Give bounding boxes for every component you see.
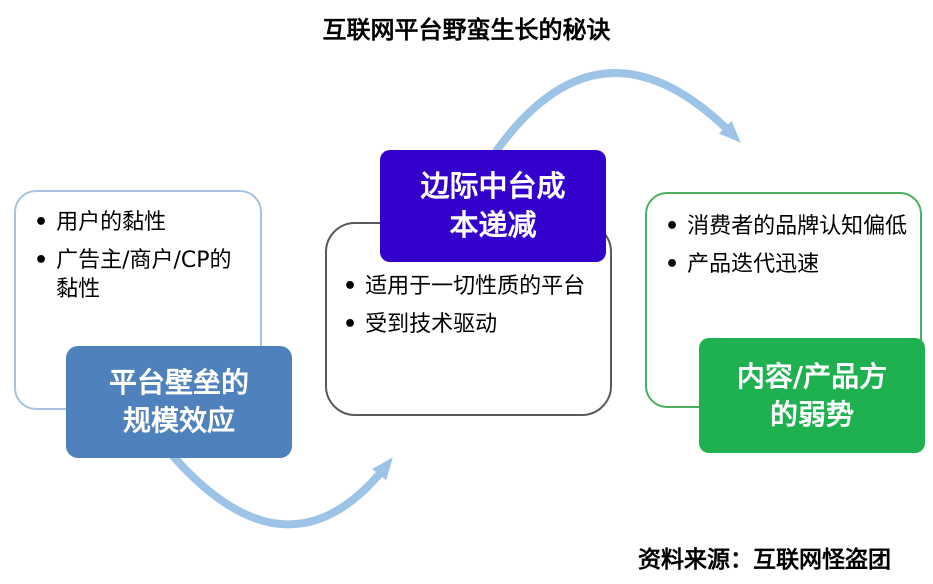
- bullet-text: 用户的黏性: [56, 210, 167, 235]
- list-item: • 受到技术驱动: [343, 310, 598, 340]
- bullet-icon: •: [34, 247, 49, 273]
- bullet-icon: •: [343, 274, 358, 299]
- label-line: 内容/产品方: [736, 359, 888, 393]
- label-line: 规模效应: [122, 404, 235, 437]
- bullet-text: 消费者的品牌认知偏低: [687, 214, 908, 239]
- label-marginal-cost: 边际中台成 本递减: [380, 150, 606, 262]
- bullet-text: 适用于一切性质的平台: [365, 274, 586, 299]
- curved-arrow-top: [493, 69, 741, 154]
- bullet-icon: •: [34, 210, 49, 235]
- list-item: • 广告主/商户/CP的黏性: [34, 246, 250, 305]
- label-platform-barrier: 平台壁垒的 规模效应: [66, 346, 292, 458]
- bullet-icon: •: [665, 251, 680, 277]
- source-note: 资料来源：互联网怪盗团: [638, 547, 891, 573]
- label-content-weakness: 内容/产品方 的弱势: [699, 338, 925, 453]
- list-item: • 产品迭代迅速: [665, 250, 910, 280]
- bullet-text: 产品迭代迅速: [687, 251, 820, 277]
- bullet-icon: •: [665, 214, 680, 239]
- label-line: 边际中台成: [420, 168, 566, 203]
- bullet-list: • 用户的黏性 • 广告主/商户/CP的黏性: [34, 208, 250, 305]
- label-line: 的弱势: [769, 397, 854, 431]
- bullet-text: 广告主/商户/CP的黏性: [56, 247, 232, 303]
- bullet-list: • 消费者的品牌认知偏低 • 产品迭代迅速: [665, 212, 910, 279]
- bullet-list: • 适用于一切性质的平台 • 受到技术驱动: [343, 272, 598, 339]
- box-platform-stickiness: • 用户的黏性 • 广告主/商户/CP的黏性: [14, 190, 262, 410]
- label-line: 本递减: [449, 208, 537, 242]
- diagram-title: 互联网平台野蛮生长的秘诀: [322, 16, 611, 44]
- curved-arrow-bottom: [168, 451, 393, 529]
- list-item: • 用户的黏性: [34, 208, 250, 238]
- list-item: • 消费者的品牌认知偏低: [665, 212, 910, 242]
- bullet-icon: •: [343, 311, 358, 337]
- list-item: • 适用于一切性质的平台: [343, 272, 598, 302]
- label-line: 平台壁垒的: [108, 366, 249, 400]
- bullet-text: 受到技术驱动: [365, 311, 498, 337]
